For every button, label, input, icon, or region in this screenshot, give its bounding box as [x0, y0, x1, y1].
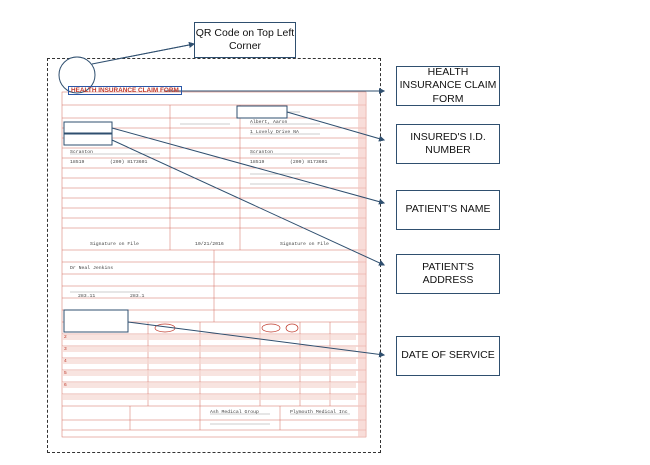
facility-value: Ash Medical Group	[210, 410, 259, 415]
patient-zip-value: 18519	[70, 160, 85, 165]
signature-date-value: 10/21/2016	[195, 242, 224, 247]
billing-provider-value: Plymouth Medical Inc	[290, 410, 348, 415]
callout-date-of-service: DATE OF SERVICE	[396, 336, 500, 376]
diagnosis-2-value: 283.1	[130, 294, 145, 299]
service-line-number: 5	[64, 371, 67, 376]
service-line-number: 2	[64, 335, 67, 340]
patient-phone-value: (209) 8173601	[110, 160, 148, 165]
insured-name-value: Albert, Aaron	[250, 120, 288, 125]
insured-signature-value: Signature on File	[280, 242, 329, 247]
service-line-number: 3	[64, 347, 67, 352]
patient-signature-value: Signature on File	[90, 242, 139, 247]
service-line-number: 4	[64, 359, 67, 364]
patient-city-value: Scranton	[70, 150, 94, 155]
insured-phone-value: (209) 8173601	[290, 160, 328, 165]
callout-claim-form: HEALTH INSURANCE CLAIM FORM	[396, 66, 500, 106]
callout-patient-address: PATIENT'S ADDRESS	[396, 254, 500, 294]
insured-address-value: 1 Lovely Drive NA	[250, 130, 299, 135]
diagnosis-1-value: 283.11	[78, 294, 96, 299]
callout-insured-id: INSURED'S I.D. NUMBER	[396, 124, 500, 164]
callout-patient-name: PATIENT'S NAME	[396, 190, 500, 230]
referring-provider-value: Dr Neal Jenkins	[70, 266, 114, 271]
insured-city-value: Scranton	[250, 150, 274, 155]
insured-zip-value: 18519	[250, 160, 265, 165]
callout-qr-code: QR Code on Top Left Corner	[194, 22, 296, 58]
claim-form-title: HEALTH INSURANCE CLAIM FORM	[68, 86, 182, 95]
service-line-number: 6	[64, 383, 67, 388]
claim-form-outline	[47, 58, 381, 453]
